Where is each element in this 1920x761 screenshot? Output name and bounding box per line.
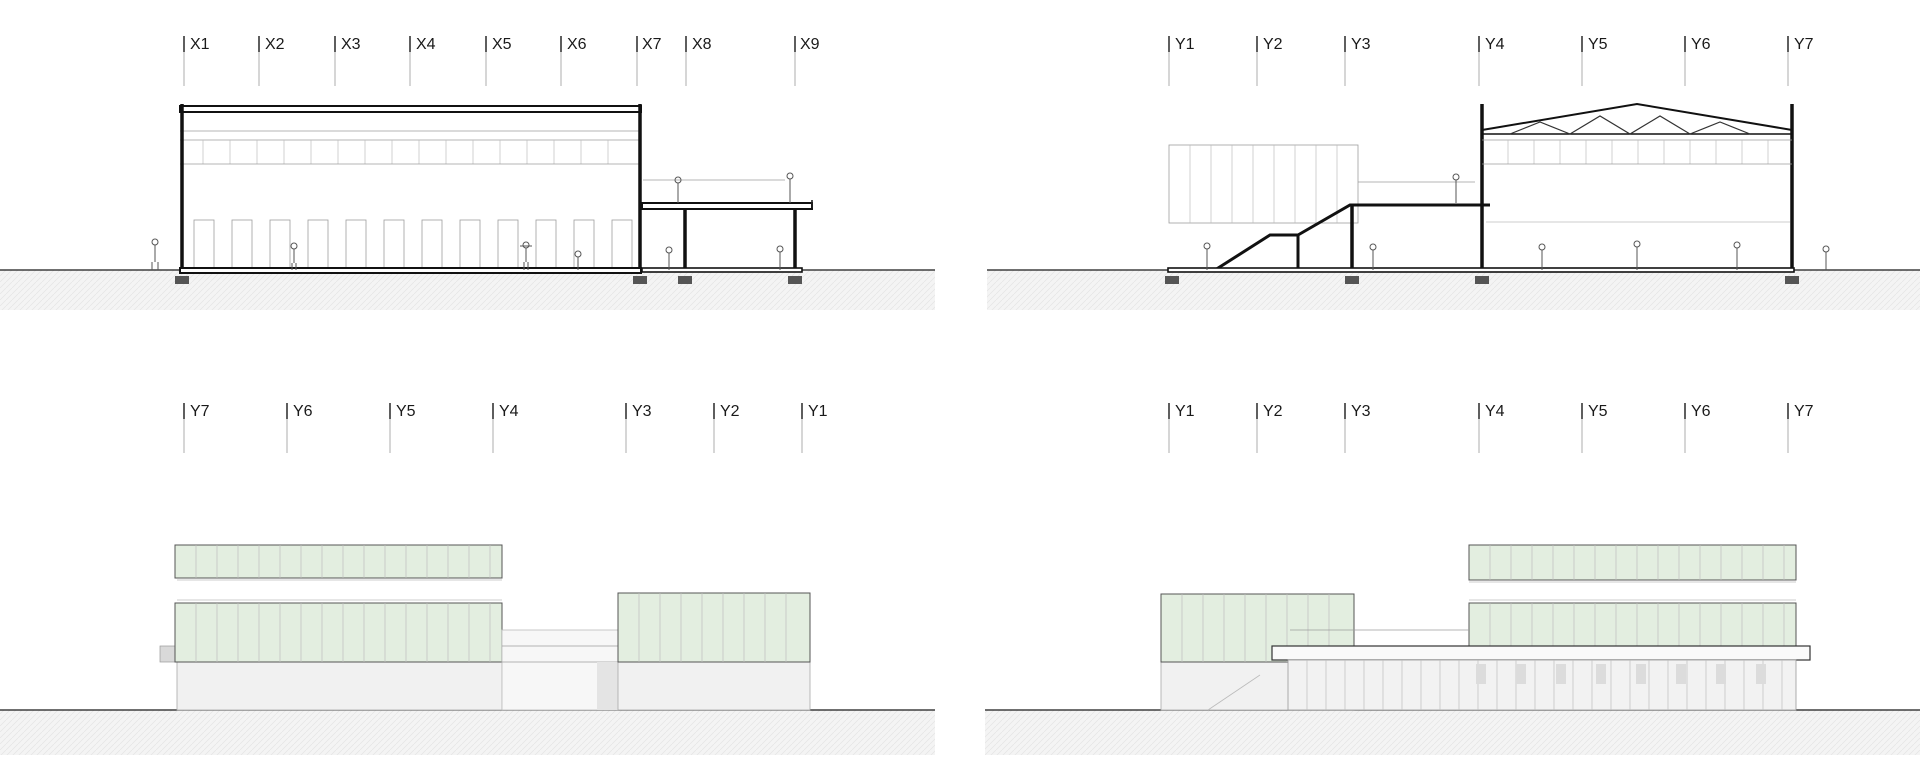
grid-axis-y3: Y3 xyxy=(1344,403,1371,453)
section-y-grid-axes: Y1 Y2 Y3 Y4 Y5 Y6 xyxy=(1168,36,1814,86)
building-elevation xyxy=(1160,544,1811,711)
grid-label: Y5 xyxy=(1588,36,1608,53)
grid-label: Y1 xyxy=(1175,36,1195,53)
grid-axis-y6: Y6 xyxy=(286,403,313,453)
grid-label: Y5 xyxy=(1588,403,1608,420)
grid-axis-y2: Y2 xyxy=(713,403,740,453)
grid-label: Y1 xyxy=(808,403,828,420)
grid-label: Y2 xyxy=(720,403,740,420)
elevation-west-drawing: Y7 Y6 Y5 Y4 Y3 Y2 xyxy=(0,403,935,755)
grid-label: Y7 xyxy=(1794,36,1814,53)
grid-label: Y3 xyxy=(1351,403,1371,420)
grid-axis-x2: X2 xyxy=(258,36,285,86)
section-x-drawing: X1 X2 X3 X4 X5 xyxy=(0,36,935,310)
section-x-grid-axes: X1 X2 X3 X4 X5 xyxy=(183,36,820,86)
grid-label: Y2 xyxy=(1263,403,1283,420)
ground-fill xyxy=(985,710,1920,755)
grid-axis-y3: Y3 xyxy=(1344,36,1371,86)
grid-label: Y4 xyxy=(499,403,519,420)
elevation-east-drawing: Y1 Y2 Y3 Y4 Y5 Y6 xyxy=(985,403,1920,755)
grid-label: Y1 xyxy=(1175,403,1195,420)
ground-fill xyxy=(987,270,1920,310)
grid-label: Y6 xyxy=(1691,36,1711,53)
elevation-east-grid-axes: Y1 Y2 Y3 Y4 Y5 Y6 xyxy=(1168,403,1814,453)
grid-axis-y1: Y1 xyxy=(1168,403,1195,453)
grid-axis-y6: Y6 xyxy=(1684,36,1711,86)
grid-label: Y7 xyxy=(190,403,210,420)
grid-label: X4 xyxy=(416,36,436,53)
grid-label: Y3 xyxy=(1351,36,1371,53)
annex-section xyxy=(641,179,813,284)
grid-axis-y3: Y3 xyxy=(625,403,652,453)
grid-axis-y1: Y1 xyxy=(1168,36,1195,86)
grid-axis-y2: Y2 xyxy=(1256,403,1283,453)
grid-label: X8 xyxy=(692,36,712,53)
grid-axis-y6: Y6 xyxy=(1684,403,1711,453)
building-elevation xyxy=(159,544,811,711)
scale-figures xyxy=(151,172,794,270)
grid-axis-x4: X4 xyxy=(409,36,436,86)
elevation-west-grid-axes: Y7 Y6 Y5 Y4 Y3 Y2 xyxy=(183,403,828,453)
grid-label: X1 xyxy=(190,36,210,53)
grid-axis-y5: Y5 xyxy=(1581,36,1608,86)
grid-axis-x1: X1 xyxy=(183,36,210,86)
grid-axis-y2: Y2 xyxy=(1256,36,1283,86)
grid-label: Y5 xyxy=(396,403,416,420)
grid-label: Y4 xyxy=(1485,403,1505,420)
grid-axis-x6: X6 xyxy=(560,36,587,86)
grid-axis-x5: X5 xyxy=(485,36,512,86)
grid-label: Y7 xyxy=(1794,403,1814,420)
stair-volume-section xyxy=(1165,144,1490,284)
grid-axis-x8: X8 xyxy=(685,36,712,86)
grid-axis-y7: Y7 xyxy=(183,403,210,453)
grid-axis-x9: X9 xyxy=(794,36,820,86)
grid-label: Y6 xyxy=(293,403,313,420)
grid-axis-y7: Y7 xyxy=(1787,403,1814,453)
grid-axis-x7: X7 xyxy=(636,36,662,86)
grid-label: X9 xyxy=(800,36,820,53)
grid-axis-y7: Y7 xyxy=(1787,36,1814,86)
grid-label: X2 xyxy=(265,36,285,53)
grid-label: Y3 xyxy=(632,403,652,420)
grid-axis-x3: X3 xyxy=(334,36,361,86)
grid-label: Y6 xyxy=(1691,403,1711,420)
grid-label: Y2 xyxy=(1263,36,1283,53)
section-y-drawing: Y1 Y2 Y3 Y4 Y5 Y6 xyxy=(987,36,1920,310)
grid-label: X5 xyxy=(492,36,512,53)
scale-figures xyxy=(1203,173,1830,270)
grid-label: Y4 xyxy=(1485,36,1505,53)
ground-fill xyxy=(0,710,935,755)
grid-label: X6 xyxy=(567,36,587,53)
grid-axis-y4: Y4 xyxy=(1478,36,1505,86)
grid-axis-y4: Y4 xyxy=(492,403,519,453)
grid-label: X3 xyxy=(341,36,361,53)
main-hall-section xyxy=(175,104,647,284)
grid-axis-y5: Y5 xyxy=(389,403,416,453)
grid-label: X7 xyxy=(642,36,662,53)
grid-axis-y4: Y4 xyxy=(1478,403,1505,453)
truss-hall-section xyxy=(1167,102,1799,284)
grid-axis-y5: Y5 xyxy=(1581,403,1608,453)
ground-fill xyxy=(0,270,935,310)
grid-axis-y1: Y1 xyxy=(801,403,828,453)
